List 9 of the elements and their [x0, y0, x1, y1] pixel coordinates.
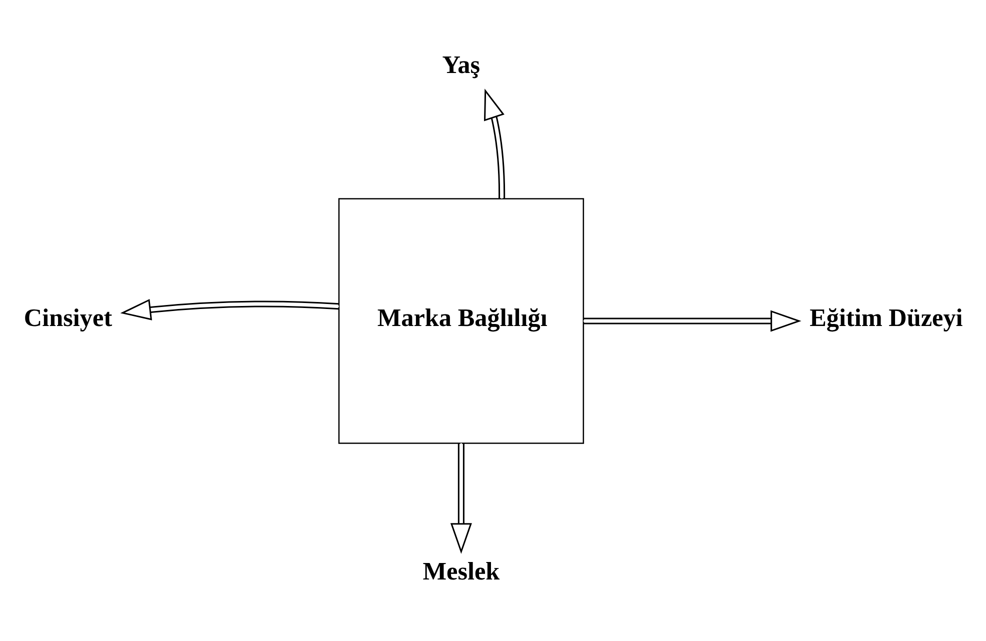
arrow	[584, 310, 802, 332]
arrow	[120, 298, 340, 320]
node-text: Cinsiyet	[24, 304, 112, 332]
node-text: Yaş	[442, 51, 480, 78]
node-box: Marka Bağlılığı	[338, 198, 584, 444]
node-text: Meslek	[422, 558, 500, 585]
arrow	[450, 442, 472, 554]
arrow	[484, 88, 506, 198]
node-text: Eğitim Düzeyi	[810, 304, 963, 332]
